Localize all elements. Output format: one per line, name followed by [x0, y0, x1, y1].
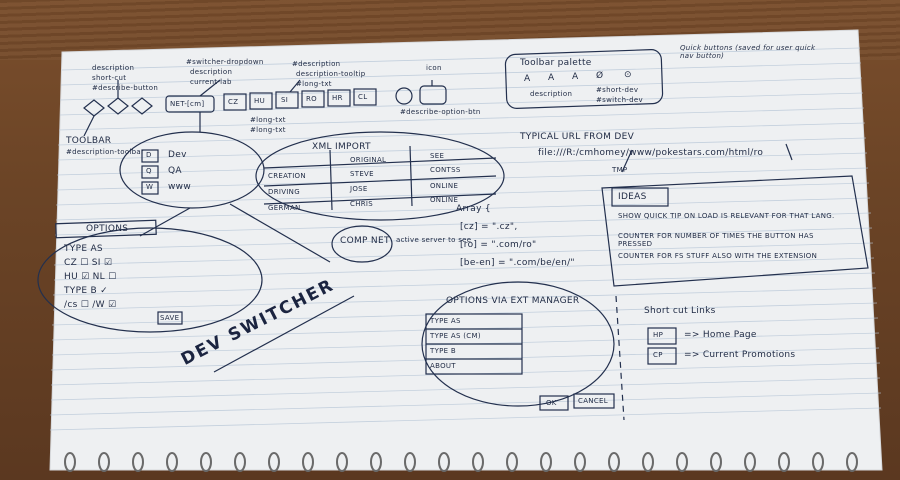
- chip-net: NET-[cm]: [170, 100, 205, 108]
- xml-title: XML IMPORT: [312, 142, 371, 152]
- array-title: Array {: [456, 204, 491, 214]
- options-ext-row: TYPE B: [430, 347, 457, 355]
- xml-cell: ONLINE: [430, 196, 459, 204]
- xml-cell: GERMAN: [268, 204, 301, 212]
- chip-ro: RO: [306, 95, 317, 103]
- icon-note: icon: [426, 64, 442, 72]
- xml-cell: JOSE: [350, 185, 368, 193]
- options-save-button: SAVE: [160, 314, 180, 322]
- typical-url: file:///R:/cmhomey/www/pokestars.com/htm…: [538, 148, 764, 158]
- tmp-note: TMP: [612, 166, 628, 174]
- chip-cz: CZ: [228, 98, 239, 106]
- palette-note: #switch-dev: [596, 96, 643, 104]
- long-note-2: #long-txt: [250, 126, 286, 134]
- toolbar-note-1: description: [92, 64, 135, 72]
- options-ext-row: TYPE AS: [430, 317, 461, 325]
- chip-hr: HR: [332, 94, 343, 102]
- toolbar-note-3: #describe-button: [92, 84, 159, 92]
- spiral-binding: [64, 452, 858, 472]
- xml-cell: ONLINE: [430, 182, 459, 190]
- palette-note: description: [530, 90, 573, 98]
- idea-item: COUNTER FOR NUMBER OF TIMES THE BUTTON H…: [618, 232, 814, 248]
- palette-title: Toolbar palette: [520, 58, 592, 68]
- array-line: [be-en] = ".com/be/en/": [460, 258, 575, 268]
- options-ext-title: OPTIONS VIA EXT MANAGER: [446, 296, 580, 306]
- shortcut-title: Short cut Links: [644, 306, 716, 316]
- options-row: TYPE AS: [64, 244, 103, 254]
- shortcut-label-promos: => Current Promotions: [684, 350, 796, 360]
- xml-cell: CREATION: [268, 172, 306, 180]
- options-ext-ok-button: OK: [546, 399, 557, 407]
- options-ext-row: TYPE AS (CM): [430, 332, 481, 340]
- array-line: [ro] = ".com/ro": [460, 240, 537, 250]
- idea-item: COUNTER FOR FS STUFF ALSO WITH THE EXTEN…: [618, 252, 818, 260]
- switcher-note-1: #switcher-dropdown: [186, 58, 264, 66]
- chip-cl: CL: [358, 93, 368, 101]
- shortcut-key-cp: CP: [653, 351, 663, 359]
- tools-note-1: #description: [292, 60, 341, 68]
- describe-option-note: #describe-option-btn: [400, 108, 481, 116]
- palette-item: A: [572, 72, 579, 82]
- quick-buttons-note: Quick buttons (saved for user quick nav …: [680, 44, 816, 60]
- xml-header: SEE: [430, 152, 445, 160]
- ruled-lines: [49, 47, 882, 431]
- palette-item: Ø: [596, 71, 604, 81]
- palette-item: A: [548, 73, 555, 83]
- options-title: OPTIONS: [86, 224, 129, 234]
- xml-cell: DRIVING: [268, 188, 300, 196]
- palette-item: ⊙: [624, 70, 632, 80]
- xml-header: ORIGINAL: [350, 156, 387, 164]
- active-server-note: active server to see: [396, 236, 472, 244]
- palette-item: A: [524, 74, 531, 84]
- xml-cell: STEVE: [350, 170, 374, 178]
- options-ext-row: ABOUT: [430, 362, 456, 370]
- array-line: [cz] = ".cz",: [460, 222, 518, 232]
- toolbar-note-2: short-cut: [92, 74, 127, 82]
- sketch-ink: [37, 49, 869, 421]
- idea-item: SHOW QUICK TIP ON LOAD IS RELEVANT FOR T…: [618, 212, 835, 220]
- chip-hu: HU: [254, 97, 265, 105]
- switcher-note-3: current-lab: [190, 78, 232, 86]
- tools-note-2: description-tooltip: [296, 70, 366, 78]
- shortcut-label-home: => Home Page: [684, 330, 757, 340]
- options-row: HU ☑ NL ☐: [64, 272, 117, 282]
- toolbar-desc: #description-toolbar: [66, 148, 145, 156]
- options-row: CZ ☐ SI ☑: [64, 258, 113, 268]
- legend-key-w: W: [146, 183, 154, 191]
- options-row: /cs ☐ /W ☑: [64, 300, 117, 310]
- options-row: TYPE B ✓: [64, 286, 108, 296]
- comp-net-note: COMP NET: [340, 236, 390, 246]
- long-note-1: #long-txt: [250, 116, 286, 124]
- typical-url-title: TYPICAL URL FROM DEV: [520, 132, 635, 142]
- xml-cell: CONTSS: [430, 166, 461, 174]
- switcher-note-2: description: [190, 68, 233, 76]
- ideas-title: IDEAS: [618, 192, 647, 202]
- shortcut-key-hp: HP: [653, 331, 664, 339]
- tools-note-3: #long-txt: [296, 80, 332, 88]
- legend-key-q: Q: [146, 167, 152, 175]
- legend-key-d: D: [146, 151, 152, 159]
- palette-note: #short-dev: [596, 86, 639, 94]
- options-ext-cancel-button: CANCEL: [578, 397, 608, 405]
- legend-label-qa: QA: [168, 166, 182, 176]
- toolbar-label: TOOLBAR: [66, 136, 112, 146]
- xml-cell: CHRIS: [350, 200, 374, 208]
- legend-label-dev: Dev: [168, 150, 187, 160]
- legend-label-www: www: [168, 182, 191, 192]
- chip-si: SI: [281, 96, 289, 104]
